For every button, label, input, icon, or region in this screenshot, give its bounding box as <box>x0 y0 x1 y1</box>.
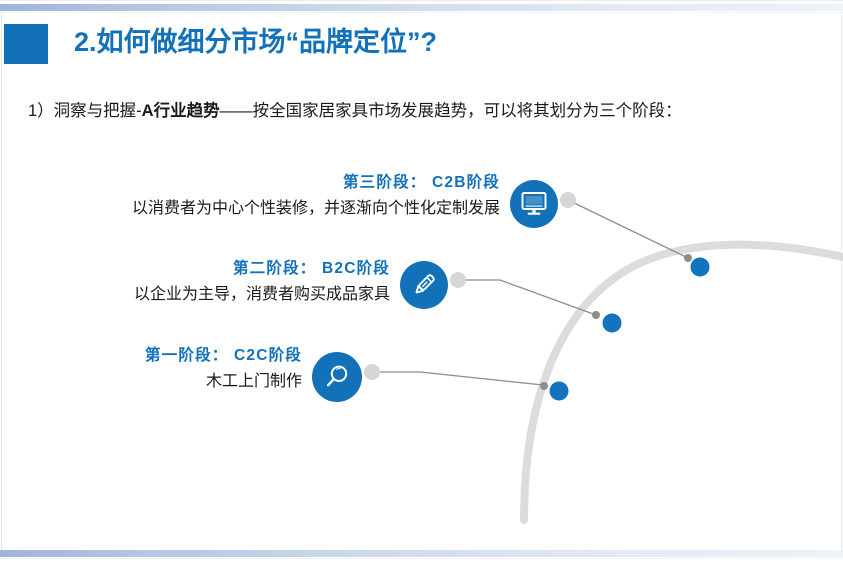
stage-heading-c2c: 第一阶段： C2C阶段 <box>144 347 302 364</box>
frame-bar-bottom <box>0 550 843 557</box>
arc-node-stage-2[interactable] <box>602 313 622 333</box>
page-title: 2.如何做细分市场“品牌定位”? <box>74 27 438 57</box>
connector-origin-dot-stage-1 <box>364 364 380 380</box>
frame-hairline-top-inner <box>0 12 843 13</box>
frame-rail-left <box>1 12 2 558</box>
frame-rail-right <box>841 12 842 558</box>
pencil-icon[interactable] <box>400 261 448 309</box>
arc-node-stage-1[interactable] <box>549 381 569 401</box>
arc-node-stage-3[interactable] <box>690 257 710 277</box>
connector-line-stage-1 <box>373 371 544 386</box>
lead-prefix: 1）洞察与把握- <box>28 102 142 120</box>
stage-heading-c2b: 第三阶段： C2B阶段 <box>342 174 500 191</box>
frame-hairline-bottom <box>0 558 843 559</box>
lead-bold-term: A行业趋势 <box>141 102 220 120</box>
connector-origin-dot-stage-2 <box>450 272 466 288</box>
lead-suffix: ——按全国家居家具市场发展趋势，可以将其划分为三个阶段： <box>219 102 682 120</box>
connector-origin-dot-stage-3 <box>560 192 576 208</box>
connector-line-stage-3 <box>567 199 689 259</box>
frame-hairline-top <box>0 0 843 1</box>
monitor-icon[interactable] <box>510 180 558 228</box>
stage-heading-b2c: 第二阶段： B2C阶段 <box>232 260 390 277</box>
connector-end-dot-stage-1 <box>540 382 548 390</box>
search-icon[interactable] <box>312 352 362 402</box>
stage-item-b2c: 第二阶段： B2C阶段 以企业为主导，消费者购买成品家具 <box>20 258 390 307</box>
stage-description-c2c: 木工上门制作 <box>205 373 302 390</box>
connector-end-dot-stage-3 <box>684 254 692 262</box>
title-accent-square <box>4 24 48 64</box>
stage-description-b2c: 以企业为主导，消费者购买成品家具 <box>133 286 390 303</box>
connector-line-stage-2 <box>459 279 597 316</box>
lead-paragraph: 1）洞察与把握-A行业趋势——按全国家居家具市场发展趋势，可以将其划分为三个阶段… <box>28 100 682 122</box>
stage-description-c2b: 以消费者为中心个性装修，并逐渐向个性化定制发展 <box>131 200 500 217</box>
stage-item-c2c: 第一阶段： C2C阶段 木工上门制作 <box>20 345 302 394</box>
timeline-arc <box>520 240 843 524</box>
stage-item-c2b: 第三阶段： C2B阶段 以消费者为中心个性装修，并逐渐向个性化定制发展 <box>20 172 500 221</box>
frame-bar-top <box>0 4 843 11</box>
connector-end-dot-stage-2 <box>592 311 600 319</box>
